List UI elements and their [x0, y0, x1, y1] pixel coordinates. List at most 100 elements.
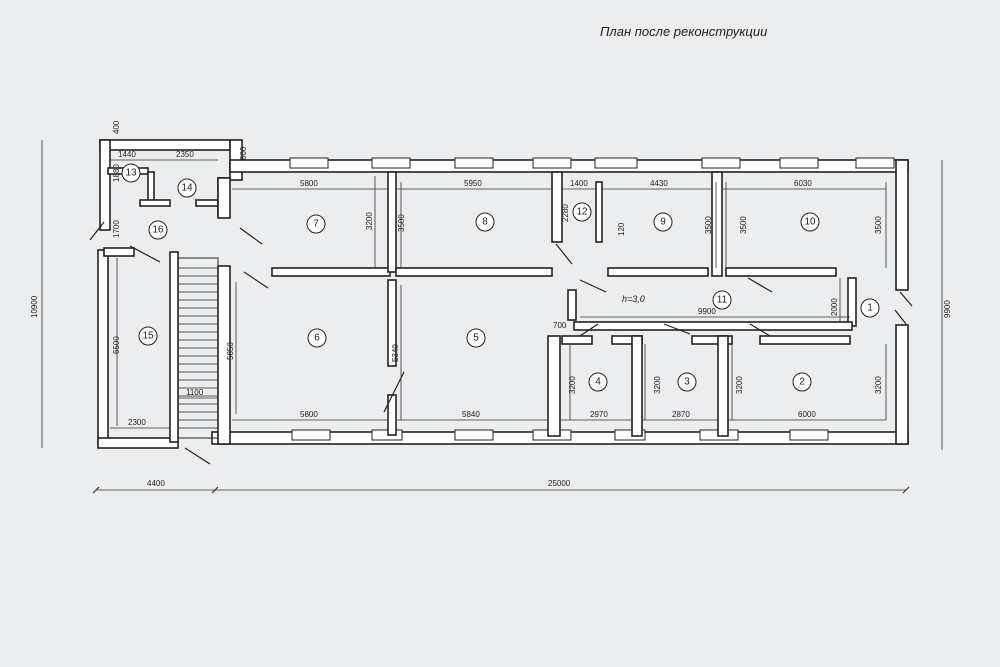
dim-6030: 6030 [794, 179, 812, 188]
dim-2970: 2970 [590, 410, 608, 419]
annex-top-wall [99, 139, 231, 151]
wall-8-bottom [395, 267, 553, 277]
wall-7-8 [387, 171, 397, 273]
dim-3200-r2a: 3200 [735, 376, 744, 394]
window [701, 157, 741, 169]
dim-400: 400 [112, 120, 121, 134]
window [532, 157, 572, 169]
dim-1700: 1700 [112, 220, 121, 238]
window [789, 429, 829, 441]
room-marker-circle [588, 372, 608, 392]
dim-5340: 5340 [391, 344, 400, 362]
dim-6500: 6500 [112, 336, 121, 354]
room-marker-circle [148, 220, 168, 240]
room-number-9: 9 [660, 217, 666, 228]
main-right-wall [895, 159, 909, 291]
window [289, 157, 329, 169]
staircase [177, 257, 219, 439]
dim-left-height: 10900 [30, 295, 39, 318]
room-marker-circle [677, 372, 697, 392]
window [371, 429, 403, 441]
door-arc [747, 277, 773, 293]
dim-5800-top: 5800 [300, 179, 318, 188]
window [454, 429, 494, 441]
dim-2350: 2350 [176, 150, 194, 159]
wall-7-bottom [271, 267, 391, 277]
room-marker-circle [121, 163, 141, 183]
door-arc [579, 323, 599, 337]
room-number-12: 12 [576, 207, 588, 218]
dim-3500-r8: 3500 [397, 214, 406, 232]
dim-6000: 6000 [798, 410, 816, 419]
room-number-6: 6 [314, 333, 320, 344]
wall-14-bottom [139, 199, 171, 207]
dim-3200-r2b: 3200 [874, 376, 883, 394]
door-arc [663, 323, 691, 335]
dim-1880: 1880 [112, 164, 121, 182]
top-windows [289, 157, 895, 169]
room-number-11: 11 [717, 295, 728, 306]
wall-9-10 [711, 171, 723, 277]
main-right-wall-lower [895, 324, 909, 445]
room-marker-circle [860, 298, 880, 318]
wall-11-top [607, 267, 709, 277]
room-number-13: 13 [125, 168, 137, 179]
window [855, 157, 895, 169]
dim-700: 700 [553, 321, 567, 330]
wall-14-bottom2 [195, 199, 219, 207]
inner-walls [103, 167, 857, 445]
wall-5-4 [547, 335, 561, 437]
door-arc [894, 309, 907, 325]
window [454, 157, 494, 169]
dim-2280: 2280 [561, 204, 570, 222]
wall-5-right-upper [567, 289, 577, 321]
annex-bottom-wall [97, 437, 179, 449]
wall-11-bottom [573, 321, 853, 331]
room-number-15: 15 [142, 331, 154, 342]
dim-3500-r9: 3500 [704, 216, 713, 234]
door-arc [579, 279, 607, 293]
dim-2000: 2000 [830, 298, 839, 316]
dimension-labels: 25000 4400 10900 9900 400 800 1440 2350 … [30, 120, 952, 488]
room-marker-circle [712, 290, 732, 310]
wall-12-9 [595, 181, 603, 243]
room-number-2: 2 [799, 377, 805, 388]
wall-15-right [169, 251, 179, 443]
wall-6-5 [387, 279, 397, 367]
dim-5800-bottom: 5800 [300, 410, 318, 419]
annex-left-wall-lower [97, 249, 109, 446]
room-marker-circle [653, 212, 673, 232]
wall-3-2 [717, 335, 729, 437]
door-arc [129, 245, 161, 263]
wall-4-top [561, 335, 593, 345]
dim-9900-corridor: 9900 [698, 307, 716, 316]
dim-left-part: 4400 [147, 479, 165, 488]
dim-3500-r10b: 3500 [874, 216, 883, 234]
room-marker-circle [138, 326, 158, 346]
wall-7-left [217, 177, 231, 219]
room-marker-circle [800, 212, 820, 232]
dim-5850: 5850 [226, 342, 235, 360]
wall-11-top2 [725, 267, 837, 277]
room-marker-circle [466, 328, 486, 348]
wall-2-top [759, 335, 851, 345]
dim-2300: 2300 [128, 418, 146, 427]
room-number-1: 1 [867, 303, 873, 314]
wall-15-top [103, 247, 135, 257]
door-arc [749, 323, 771, 337]
window [594, 157, 638, 169]
dim-3200-r4: 3200 [568, 376, 577, 394]
room-number-14: 14 [181, 183, 193, 194]
room-marker-circle [475, 212, 495, 232]
window [371, 157, 411, 169]
room-number-5: 5 [473, 333, 479, 344]
annex-left-wall [99, 139, 111, 231]
room-marker-circle [572, 202, 592, 222]
dimension-lines [41, 140, 943, 494]
door-arc [899, 291, 913, 307]
wall-4-3 [631, 335, 643, 437]
room-number-16: 16 [152, 225, 164, 236]
room-marker-circle [177, 178, 197, 198]
door-arc [243, 271, 269, 289]
